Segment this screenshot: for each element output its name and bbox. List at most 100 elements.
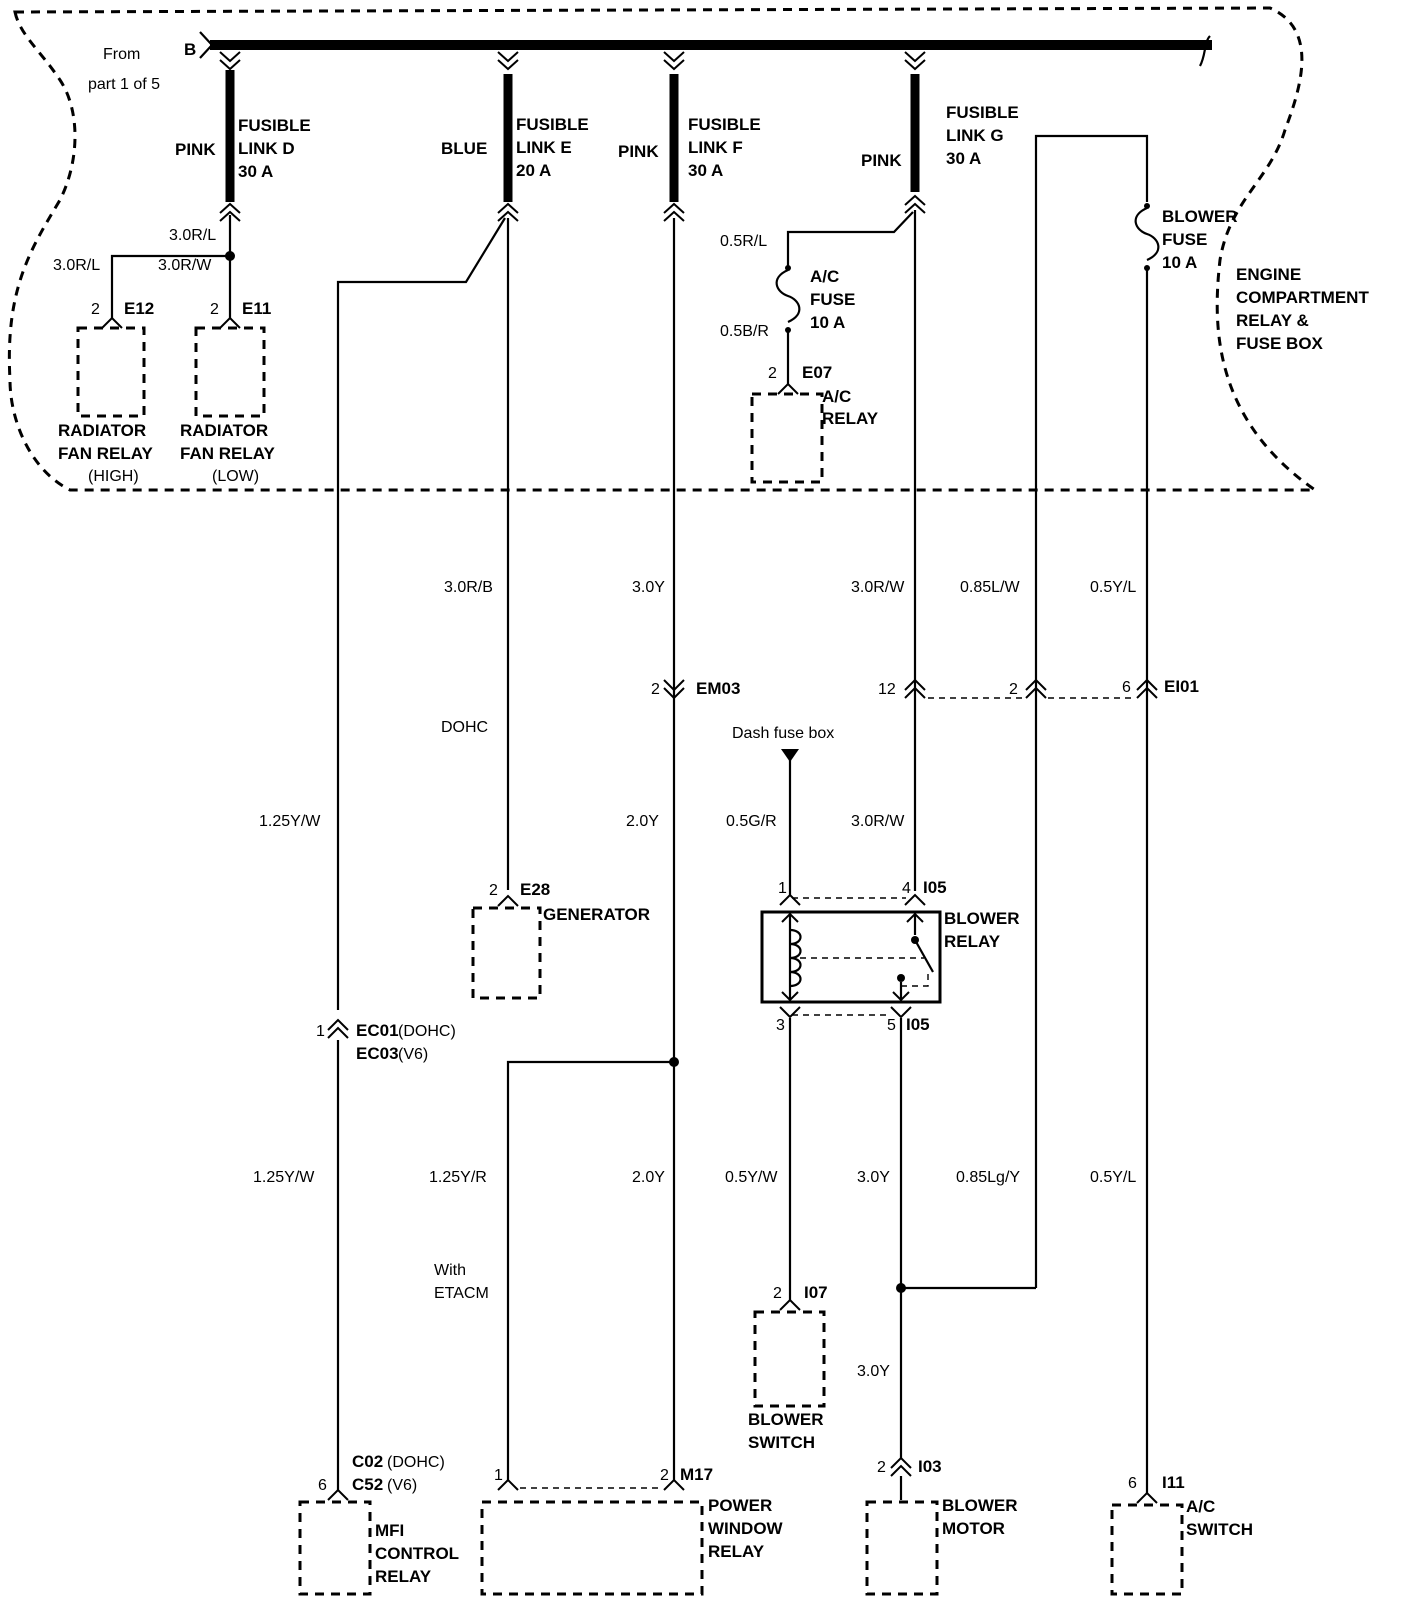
blower-fuse-element	[1134, 206, 1160, 262]
wire-label-d-main: 3.0R/L	[169, 227, 216, 244]
blower-motor: 2 I03 BLOWER MOTOR	[865, 1456, 1018, 1596]
from-part-label: part 1 of 5	[88, 76, 160, 93]
ec01-note1: (DOHC)	[398, 1023, 456, 1040]
i07-pin: 2	[773, 1285, 782, 1302]
fan-low-line2: FAN RELAY	[180, 444, 275, 463]
c02-note2: (V6)	[387, 1477, 417, 1494]
blower-fuse-rating: 10 A	[1162, 253, 1197, 272]
wire-label-mfi-upper: 1.25Y/W	[259, 813, 321, 830]
blower-motor-line2: MOTOR	[942, 1519, 1005, 1538]
e28-id: E28	[520, 880, 550, 899]
generator-label: GENERATOR	[543, 905, 650, 924]
e07-pin: 2	[768, 365, 777, 382]
em03-pin: 2	[651, 681, 660, 698]
blower-relay-line1: BLOWER	[944, 909, 1020, 928]
c02-id1: C02	[352, 1452, 383, 1471]
fusible-link-d-line1: FUSIBLE	[238, 116, 311, 135]
fuse-box-label-line3: RELAY &	[1236, 311, 1309, 330]
blower-fuse-terminal-bottom	[1144, 265, 1150, 271]
m17-pin-1: 1	[494, 1467, 503, 1484]
i11-pin: 6	[1128, 1475, 1137, 1492]
i11-id: I11	[1162, 1473, 1185, 1492]
ec01-id1: EC01	[356, 1021, 399, 1040]
wire-blower-loop	[1034, 134, 1149, 1288]
wire-label-e12: 3.0R/L	[53, 257, 100, 274]
wire-label-ac-in: 0.5R/L	[720, 233, 767, 250]
ac-relay: 2 E07 A/C RELAY	[750, 363, 879, 484]
ec01-note2: (V6)	[398, 1046, 428, 1063]
e28-pin: 2	[489, 882, 498, 899]
power-window-line2: WINDOW	[708, 1519, 784, 1538]
wire-label-e-down: 3.0R/B	[444, 579, 493, 596]
fan-low-line3: (LOW)	[212, 468, 259, 485]
power-window-line1: POWER	[708, 1496, 772, 1515]
ac-fuse-line1: A/C	[810, 267, 839, 286]
fan-high-line3: (HIGH)	[88, 468, 139, 485]
wire-label-g-mid: 3.0R/W	[851, 813, 905, 830]
blower-switch: 2 I07 BLOWER SWITCH	[748, 1283, 828, 1452]
connector-em03: 2 EM03	[651, 679, 740, 700]
fusible-link-d-line2: LINK D	[238, 139, 295, 158]
fusible-link-d-color: PINK	[175, 140, 216, 159]
wire-to-e12	[110, 254, 230, 318]
blower-motor-line1: BLOWER	[942, 1496, 1018, 1515]
wire-label-f-mid: 2.0Y	[626, 813, 659, 830]
ac-fuse-terminal-bottom	[785, 327, 791, 333]
fusible-link-g: PINK FUSIBLE LINK G 30 A	[861, 51, 1019, 214]
connector-ec01: 1 EC01 (DOHC) EC03 (V6)	[316, 1018, 456, 1063]
fusible-link-d: PINK FUSIBLE LINK D 30 A	[175, 51, 311, 318]
e07-id: E07	[802, 363, 832, 382]
e11-id: E11	[242, 299, 271, 318]
fusible-link-e: BLUE FUSIBLE LINK E 20 A	[441, 51, 589, 222]
dohc-note: DOHC	[441, 719, 488, 736]
generator: 2 E28 GENERATOR	[471, 880, 650, 1000]
ei01-pin-6: 6	[1122, 679, 1131, 696]
wire-label-dash: 0.5G/R	[726, 813, 777, 830]
ei01-id: EI01	[1164, 677, 1199, 696]
splice-motor	[896, 1283, 906, 1293]
blower-relay-line2: RELAY	[944, 932, 1001, 951]
fusible-link-g-line1: FUSIBLE	[946, 103, 1019, 122]
wire-label-f-lower: 2.0Y	[632, 1169, 665, 1186]
ac-fuse-element	[775, 268, 801, 324]
i05-top-id: I05	[923, 878, 947, 897]
c02-pin: 6	[318, 1477, 327, 1494]
ac-fuse-line2: FUSE	[810, 290, 855, 309]
blower-fuse-line1: BLOWER	[1162, 207, 1238, 226]
wire-label-lw: 0.85L/W	[960, 579, 1020, 596]
fan-high-line2: FAN RELAY	[58, 444, 153, 463]
fusible-link-e-line1: FUSIBLE	[516, 115, 589, 134]
with-note: With	[434, 1262, 466, 1279]
blower-switch-line2: SWITCH	[748, 1433, 815, 1452]
wire-etacm	[506, 1060, 674, 1480]
ac-switch-line1: A/C	[1186, 1497, 1215, 1516]
ec01-id2: EC03	[356, 1044, 399, 1063]
wire-label-motor-upper: 3.0Y	[857, 1169, 890, 1186]
wire-label-e11: 3.0R/W	[158, 257, 212, 274]
fusible-link-f-color: PINK	[618, 142, 659, 161]
fuse-box-label-line2: COMPARTMENT	[1236, 288, 1369, 307]
e11-pin: 2	[210, 301, 219, 318]
blower-switch-line1: BLOWER	[748, 1410, 824, 1429]
fusible-link-d-rating: 30 A	[238, 162, 273, 181]
wire-ac-fuse-feed	[786, 211, 914, 266]
e12-id: E12	[124, 299, 154, 318]
bus-end-break	[1199, 35, 1211, 67]
wire-label-yl-bottom: 0.5Y/L	[1090, 1169, 1136, 1186]
i05-bottom-pin-5: 5	[887, 1017, 896, 1034]
mfi-relay-line1: MFI	[375, 1521, 404, 1540]
mfi-relay-line3: RELAY	[375, 1567, 432, 1586]
splice-f	[669, 1057, 679, 1067]
i03-pin: 2	[877, 1459, 886, 1476]
fuse-box-label-line4: FUSE BOX	[1236, 334, 1324, 353]
connector-ei01: 12 2 6 EI01	[878, 677, 1199, 699]
wire-label-yl-top: 0.5Y/L	[1090, 579, 1136, 596]
blower-fuse-line2: FUSE	[1162, 230, 1207, 249]
fusible-link-e-rating: 20 A	[516, 161, 551, 180]
fan-low-line1: RADIATOR	[180, 421, 268, 440]
radiator-fan-relay-low: 2 E11 RADIATOR FAN RELAY (LOW)	[180, 299, 275, 485]
from-label: From	[103, 46, 140, 63]
ac-switch-line2: SWITCH	[1186, 1520, 1253, 1539]
fusible-link-f-line1: FUSIBLE	[688, 115, 761, 134]
ei01-pin-2: 2	[1009, 681, 1018, 698]
